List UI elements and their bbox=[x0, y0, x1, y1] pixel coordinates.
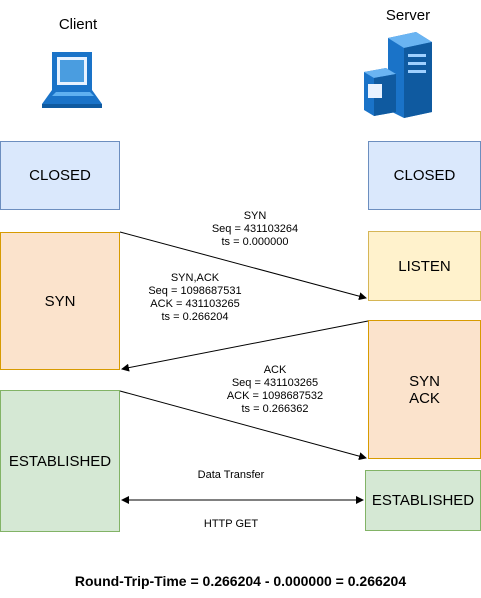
syn-ack-message-label: SYN,ACK Seq = 1098687531 ACK = 431103265… bbox=[148, 272, 242, 323]
http-get-label: HTTP GET bbox=[203, 518, 259, 530]
syn-ack-arrow bbox=[121, 320, 369, 372]
ack-arrow bbox=[119, 390, 367, 461]
server-label: Server bbox=[385, 7, 431, 24]
laptop-icon bbox=[42, 52, 102, 108]
client-closed-state: CLOSED bbox=[0, 141, 120, 210]
server-icon bbox=[364, 32, 432, 118]
server-listen-state: LISTEN bbox=[368, 231, 481, 301]
syn-message-label: SYN Seq = 431103264 ts = 0.000000 bbox=[211, 210, 299, 248]
round-trip-time-label: Round-Trip-Time = 0.266204 - 0.000000 = … bbox=[74, 573, 407, 589]
server-syn-ack-state: SYN ACK bbox=[368, 320, 481, 459]
ack-message-label: ACK Seq = 431103265 ACK = 1098687532 ts … bbox=[226, 364, 324, 415]
client-syn-state: SYN bbox=[0, 232, 120, 370]
data-transfer-label: Data Transfer bbox=[197, 469, 265, 481]
server-established-state: ESTABLISHED bbox=[365, 470, 481, 531]
client-label: Client bbox=[58, 16, 98, 33]
syn-arrow bbox=[119, 231, 367, 301]
client-established-state: ESTABLISHED bbox=[0, 390, 120, 532]
